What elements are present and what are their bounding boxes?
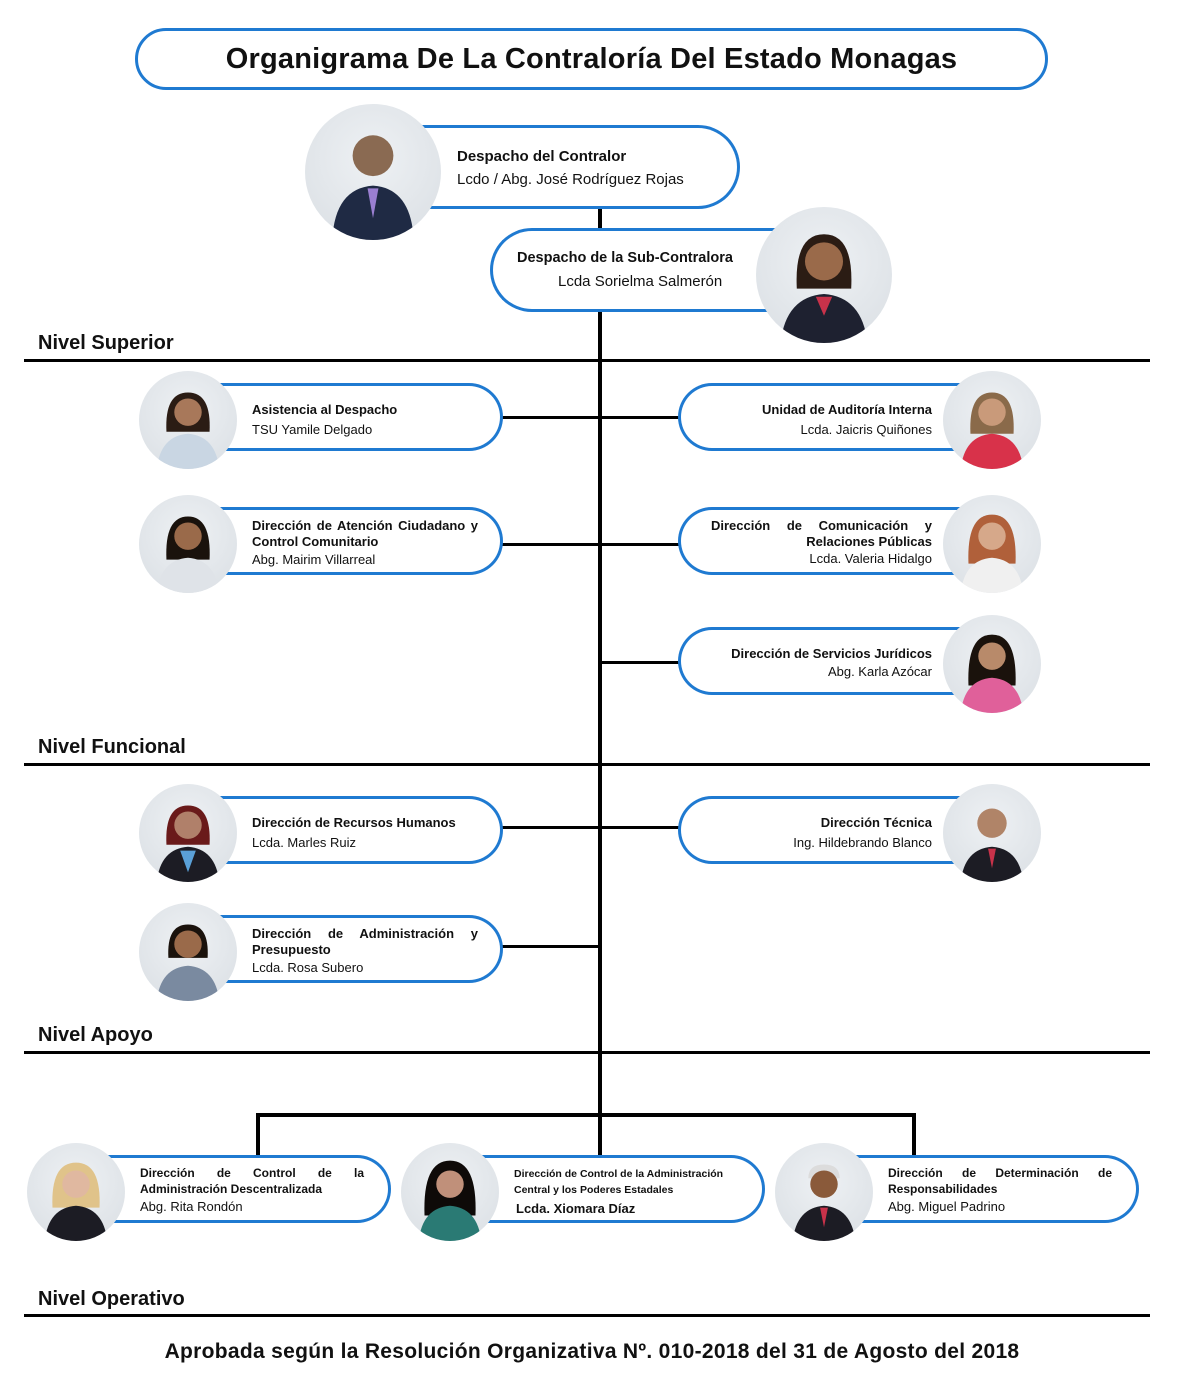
card-person-name: Lcda. Xiomara Díaz xyxy=(516,1201,636,1216)
level-label-funcional: Nivel Funcional xyxy=(38,736,186,758)
person-photo-icon xyxy=(775,1143,873,1241)
person-photo-icon xyxy=(943,615,1041,713)
chart-title-box: Organigrama De La Contraloría Del Estado… xyxy=(135,28,1048,90)
person-photo-icon xyxy=(756,207,892,343)
branch-drop-left xyxy=(256,1113,260,1155)
card-title: Dirección de Determinación de Responsabi… xyxy=(888,1166,1112,1196)
card-title: Dirección de Control de la Administració… xyxy=(514,1168,724,1196)
connector-asistencia-auditoria xyxy=(500,416,680,419)
card-title: Dirección de Control de la Administració… xyxy=(140,1166,364,1196)
person-photo-icon xyxy=(943,371,1041,469)
card-person-name: Abg. Karla Azócar xyxy=(827,664,932,679)
card-descentralizada[interactable]: Dirección de Control de la Administració… xyxy=(100,1155,391,1223)
connector-rrhh-tecnica xyxy=(500,826,680,829)
connector-juridicos xyxy=(600,661,680,664)
card-title: Dirección Técnica xyxy=(820,815,932,830)
card-person-name: TSU Yamile Delgado xyxy=(252,422,373,437)
person-photo-icon xyxy=(27,1143,125,1241)
card-person-name: Abg. Rita Rondón xyxy=(140,1199,243,1214)
card-person-name: Lcda. Marles Ruiz xyxy=(252,835,357,850)
person-photo-icon xyxy=(139,495,237,593)
card-title: Dirección de Recursos Humanos xyxy=(252,815,456,830)
level-label-apoyo: Nivel Apoyo xyxy=(38,1024,153,1046)
card-rrhh[interactable]: Dirección de Recursos Humanos Lcda. Marl… xyxy=(212,796,503,864)
page-title: Organigrama De La Contraloría Del Estado… xyxy=(225,42,958,75)
level-label-superior: Nivel Superior xyxy=(38,332,174,354)
connector-administracion xyxy=(500,945,600,948)
card-title: Dirección de Atención Ciudadano y Contro… xyxy=(252,518,478,549)
branch-drop-center xyxy=(598,1113,602,1155)
level-separator-operativo xyxy=(24,1314,1150,1317)
card-title: Despacho del Contralor xyxy=(457,148,627,165)
card-central[interactable]: Dirección de Control de la Administració… xyxy=(474,1155,765,1223)
card-contralor[interactable]: Despacho del Contralor Lcdo / Abg. José … xyxy=(400,125,740,209)
card-person-name: Lcda. Valeria Hidalgo xyxy=(809,551,932,566)
card-person-name: Abg. Mairim Villarreal xyxy=(252,552,376,567)
card-title: Dirección de Comunicación y Relaciones P… xyxy=(711,518,932,549)
card-person-name: Lcda. Jaicris Quiñones xyxy=(800,422,932,437)
card-title: Unidad de Auditoría Interna xyxy=(762,402,932,417)
card-auditoria[interactable]: Unidad de Auditoría Interna Lcda. Jaicri… xyxy=(678,383,968,451)
person-photo-icon xyxy=(139,784,237,882)
card-subcontralora[interactable]: Despacho de la Sub-Contralora Lcda Sorie… xyxy=(490,228,790,312)
card-juridicos[interactable]: Dirección de Servicios Jurídicos Abg. Ka… xyxy=(678,627,968,695)
level-separator-funcional xyxy=(24,763,1150,766)
level-label-operativo: Nivel Operativo xyxy=(38,1288,185,1310)
card-title: Dirección de Servicios Jurídicos xyxy=(731,646,932,661)
person-photo-icon xyxy=(139,903,237,1001)
card-title: Asistencia al Despacho xyxy=(252,402,398,417)
card-tecnica[interactable]: Dirección Técnica Ing. Hildebrando Blanc… xyxy=(678,796,968,864)
card-person-name: Lcdo / Abg. José Rodríguez Rojas xyxy=(457,171,684,188)
branch-drop-right xyxy=(912,1113,916,1155)
card-person-name: Lcda. Rosa Subero xyxy=(252,960,364,975)
person-photo-icon xyxy=(943,495,1041,593)
card-comunicacion[interactable]: Dirección de Comunicación y Relaciones P… xyxy=(678,507,968,575)
card-asistencia[interactable]: Asistencia al Despacho TSU Yamile Delgad… xyxy=(212,383,503,451)
connector-atencion-comunicacion xyxy=(500,543,680,546)
person-photo-icon xyxy=(943,784,1041,882)
level-separator-superior xyxy=(24,359,1150,362)
level-separator-apoyo xyxy=(24,1051,1150,1054)
person-photo-icon xyxy=(401,1143,499,1241)
card-title: Despacho de la Sub-Contralora xyxy=(517,250,733,266)
card-person-name: Ing. Hildebrando Blanco xyxy=(793,835,932,850)
person-photo-icon xyxy=(305,104,441,240)
person-photo-icon xyxy=(139,371,237,469)
bottom-branch-line xyxy=(256,1113,916,1117)
card-administracion[interactable]: Dirección de Administración y Presupuest… xyxy=(212,915,503,983)
card-person-name: Lcda Sorielma Salmerón xyxy=(558,273,723,290)
card-person-name: Abg. Miguel Padrino xyxy=(888,1199,1006,1214)
card-atencion[interactable]: Dirección de Atención Ciudadano y Contro… xyxy=(212,507,503,575)
card-title: Dirección de Administración y Presupuest… xyxy=(252,926,478,957)
card-responsabilidades[interactable]: Dirección de Determinación de Responsabi… xyxy=(848,1155,1139,1223)
footer-resolution: Aprobada según la Resolución Organizativ… xyxy=(164,1340,1020,1363)
